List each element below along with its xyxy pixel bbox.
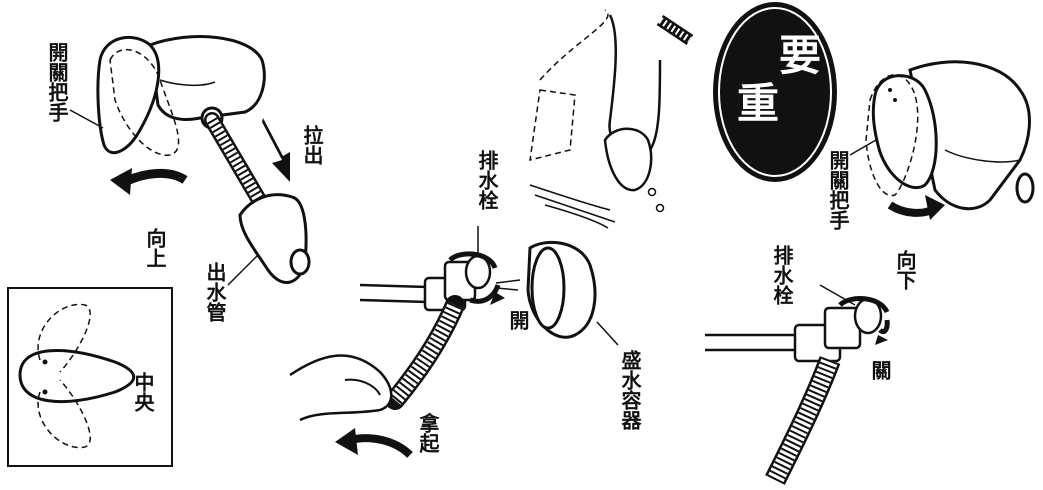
pull-out-arrow: [262, 118, 290, 182]
center-label: 中央: [131, 371, 155, 413]
handle-mark-dot-2: [888, 88, 892, 92]
close-label: 關: [868, 360, 892, 381]
drain-plug-label-2: 排水栓: [770, 244, 794, 306]
water-drop: [649, 189, 656, 196]
spout-dashed-outline: [530, 90, 575, 160]
container-rim: [532, 248, 564, 328]
hand-dashed-outline: [540, 10, 608, 80]
step-open-drain: 排水栓 開 拿起 盛水容器: [290, 149, 642, 455]
handle-label: 開關把手: [45, 42, 69, 122]
step-handle-down: 開關把手 向下: [826, 62, 1033, 291]
handle-leader-line-2: [850, 140, 876, 155]
step-close-drain: 排水栓 關: [705, 244, 892, 480]
step-water-dripping: [530, 10, 690, 228]
handle-mark-dot-2: [893, 98, 897, 102]
spout-leader-line: [228, 255, 258, 285]
close-arrowhead: [875, 335, 888, 345]
faucet-body: [150, 37, 264, 120]
important-char-2: 要: [779, 31, 821, 80]
drain-hose: [395, 305, 455, 400]
water-stream: [496, 288, 518, 290]
supply-pipe-edge: [360, 300, 428, 302]
container-leader-line: [597, 322, 618, 345]
important-char-1: 重: [737, 79, 779, 128]
drain-plug-knob: [466, 256, 490, 288]
drain-plug-label: 排水栓: [475, 149, 499, 211]
up-label: 向上: [143, 227, 167, 268]
pull-out-label: 拉出: [300, 124, 324, 166]
spout-head-down: [605, 129, 651, 190]
drain-plug-leader-line-2: [820, 285, 855, 305]
down-label: 向下: [893, 249, 917, 291]
container-label: 盛水容器: [618, 349, 642, 431]
flexible-hose: [212, 120, 262, 205]
open-label: 開: [506, 310, 530, 331]
handle-lever-raised: [98, 37, 159, 152]
step-pull-out-spout: 開關把手 拉出 向上 出水管: [45, 37, 324, 323]
handle-mark-dot: [43, 360, 48, 365]
handle-lever-lowered: [873, 76, 936, 188]
handle-up-arrowhead: [110, 168, 132, 195]
handle-up-arrow: [125, 173, 185, 182]
spout-label: 出水管: [203, 262, 227, 323]
center-position-inset: 中央: [8, 288, 172, 466]
important-badge: 重 要: [713, 2, 837, 182]
drain-hose-2: [775, 360, 830, 480]
handle-mark-dot: [43, 390, 48, 395]
faucet-outlet-2: [1017, 174, 1033, 202]
water-drop: [657, 205, 664, 212]
spout-nozzle: [291, 250, 309, 274]
hand-holding-hose: [290, 356, 391, 420]
lift-arrowhead: [335, 428, 358, 455]
lift-label: 拿起: [416, 412, 440, 454]
supply-pipe-edge: [360, 285, 428, 287]
water-stream: [496, 280, 520, 283]
handle-label-2: 開關把手: [826, 150, 850, 230]
lift-arrow: [350, 438, 410, 455]
